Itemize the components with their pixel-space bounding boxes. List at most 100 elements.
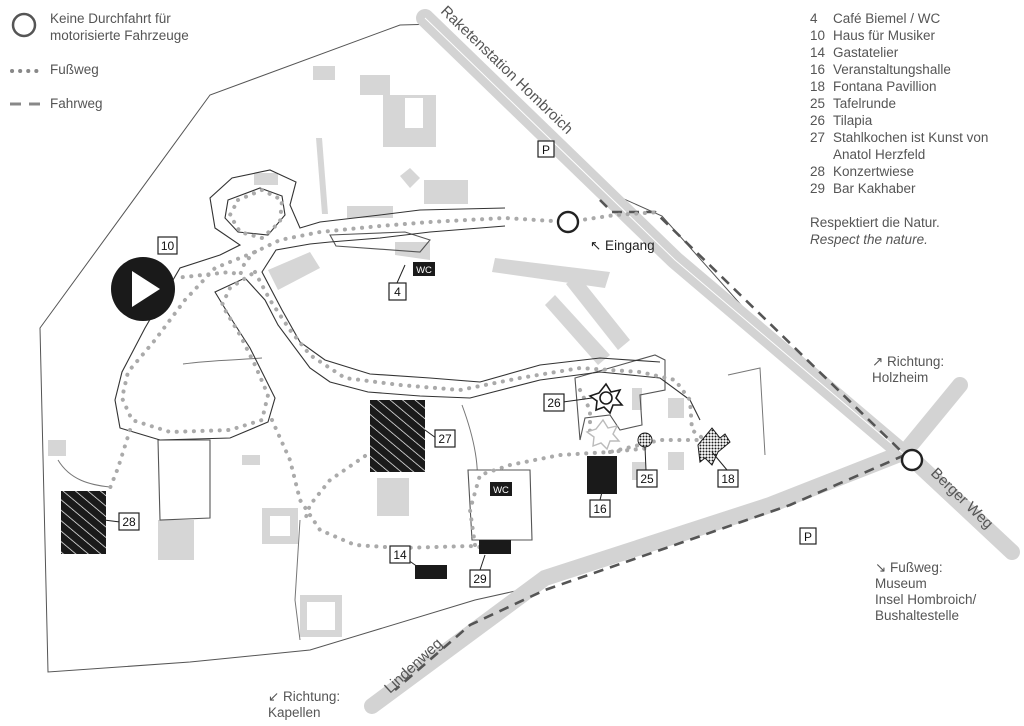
svg-text:26: 26 — [547, 396, 561, 410]
no-vehicles-marker — [556, 210, 580, 234]
legend-item-label: Café Biemel / WC — [833, 11, 941, 26]
label-28: 28 — [118, 512, 140, 531]
svg-text:18: 18 — [721, 472, 735, 486]
key-no-vehicles-label: Keine Durchfahrt für motorisierte Fahrze… — [50, 11, 189, 43]
label-16: 16 — [589, 499, 611, 518]
legend-item-number: 29 — [810, 181, 826, 196]
svg-text:WC: WC — [416, 265, 432, 276]
legend-item-number: 25 — [810, 96, 826, 111]
svg-text:P: P — [542, 143, 550, 157]
sun-outline-icon — [585, 418, 621, 451]
legend-item: 18 Fontana Pavillion — [810, 78, 1020, 95]
direction-museum: ↘ Fußweg: Museum Insel Hombroich/ Bushal… — [875, 560, 976, 624]
legend-item: 14 Gastatelier — [810, 44, 1020, 61]
key-footpath-label: Fußweg — [50, 62, 99, 77]
svg-text:29: 29 — [473, 572, 487, 586]
area-28-hatched — [61, 491, 106, 554]
outlined-areas — [157, 231, 666, 541]
legend-item-number: 4 — [810, 11, 818, 26]
legend-item-label: Konzertwiese — [833, 164, 915, 179]
svg-text:16: 16 — [593, 502, 607, 516]
direction-museum-line4: Bushaltestelle — [875, 608, 960, 623]
key-driveway-label: Fahrweg — [50, 96, 103, 111]
legend-item-label: Veranstaltungshalle — [833, 62, 951, 77]
legend: 4 Café Biemel / WC 10 Haus für Musiker 14 Gas… — [810, 10, 1020, 248]
legend-item: 16 Veranstaltungshalle — [810, 61, 1020, 78]
legend-item: 25 Tafelrunde — [810, 95, 1020, 112]
legend-item-number: 28 — [810, 164, 826, 179]
legend-item-number — [810, 146, 833, 163]
svg-text:14: 14 — [393, 548, 407, 562]
play-icon — [111, 257, 175, 321]
no-vehicles-icon — [11, 12, 37, 38]
building-14 — [415, 565, 447, 579]
legend-item-number: 18 — [810, 79, 826, 94]
legend-item-label: Haus für Musiker — [833, 28, 936, 43]
area-27-hatched — [370, 400, 425, 472]
legend-item-label: Gastatelier — [833, 45, 899, 60]
label-27: 27 — [434, 429, 456, 448]
label-10: 10 — [157, 236, 178, 255]
label-29: 29 — [469, 569, 491, 588]
notice-en: Respect the nature. — [810, 232, 928, 247]
label-4: 4 — [388, 282, 407, 301]
svg-text:27: 27 — [438, 432, 452, 446]
legend-item-number: 26 — [810, 113, 826, 128]
legend-item-number: 16 — [810, 62, 826, 77]
footpaths — [108, 187, 707, 551]
parking-sign: P — [537, 140, 555, 158]
building-16 — [587, 456, 617, 494]
no-vehicles-marker — [900, 448, 924, 472]
direction-holzheim-line2: Holzheim — [872, 370, 929, 385]
key-no-vehicles: Keine Durchfahrt für motorisierte Fahrze… — [50, 10, 210, 44]
legend-item-number: 14 — [810, 45, 826, 60]
svg-text:25: 25 — [640, 472, 654, 486]
road-label-raketenstation: Raketenstation Hombroich — [437, 3, 576, 138]
svg-text:WC: WC — [493, 485, 509, 496]
legend-item: 4 Café Biemel / WC — [810, 10, 1020, 27]
table-25-icon — [637, 432, 653, 448]
legend-item-label: Bar Kakhaber — [833, 181, 916, 196]
notice-de: Respektiert die Natur. — [810, 215, 940, 230]
direction-museum-line3: Insel Hombroich/ — [875, 592, 977, 607]
key-footpath: Fußweg — [50, 62, 99, 77]
label-26: 26 — [543, 393, 565, 412]
buildings — [48, 66, 684, 637]
wc-badge: WC — [413, 262, 435, 276]
direction-museum-line2: Museum — [875, 576, 927, 591]
direction-holzheim-line1: ↗ Richtung: — [872, 354, 945, 369]
key-driveway: Fahrweg — [50, 96, 103, 111]
driveway-lines — [394, 199, 906, 691]
label-18: 18 — [717, 469, 739, 488]
svg-text:28: 28 — [122, 515, 136, 529]
legend-item-number: 10 — [810, 28, 826, 43]
terrain-lines — [57, 357, 766, 641]
wc-badge: WC — [490, 482, 512, 496]
svg-text:10: 10 — [161, 239, 175, 253]
svg-text:P: P — [804, 530, 812, 544]
direction-kapellen-line2: Kapellen — [268, 705, 321, 720]
legend-item-label: Fontana Pavillion — [833, 79, 937, 94]
pavilion-18-icon — [697, 427, 731, 466]
entrance-label: ↖ Eingang — [590, 238, 655, 253]
direction-kapellen: ↙ Richtung: Kapellen — [268, 689, 340, 721]
legend-item-label: Anatol Herzfeld — [833, 147, 926, 162]
legend-item: 27 Stahlkochen ist Kunst von — [810, 129, 1020, 146]
parking-sign: P — [799, 527, 817, 545]
tilapia-26-icon — [588, 382, 624, 415]
legend-item-label: Stahlkochen ist Kunst von — [833, 130, 989, 145]
direction-kapellen-line1: ↙ Richtung: — [268, 689, 341, 704]
legend-item: 10 Haus für Musiker — [810, 27, 1020, 44]
legend-item: Anatol Herzfeld — [810, 146, 1020, 163]
road-label-berger-weg: Berger Weg — [927, 465, 996, 533]
svg-text:4: 4 — [394, 285, 401, 299]
building-29 — [479, 540, 511, 554]
legend-item-label: Tafelrunde — [833, 96, 897, 111]
direction-museum-line1: ↘ Fußweg: — [875, 560, 943, 575]
direction-holzheim: ↗ Richtung: Holzheim — [872, 354, 944, 386]
label-25: 25 — [636, 469, 658, 488]
legend-item-number: 27 — [810, 130, 826, 145]
legend-item: 29 Bar Kakhaber — [810, 180, 1020, 197]
